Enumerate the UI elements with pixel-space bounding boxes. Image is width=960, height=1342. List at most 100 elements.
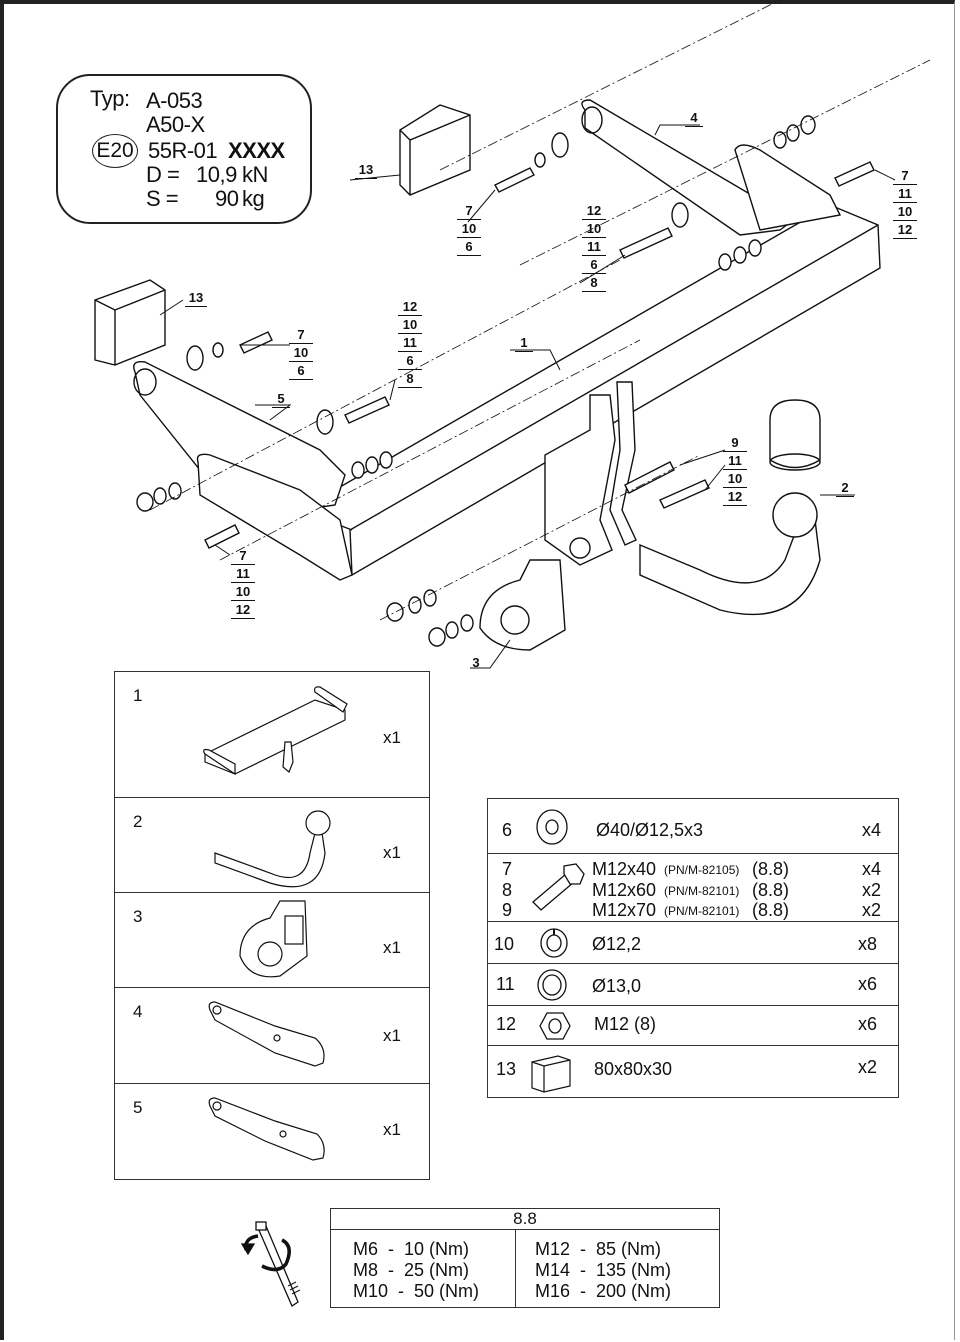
callout-5: 5 — [272, 391, 290, 408]
parts-row-2: 2 x1 — [115, 798, 429, 893]
torque-value: M8 - 25 (Nm) — [353, 1260, 470, 1280]
flat-washer-icon — [537, 969, 567, 1001]
exploded-diagram — [94, 0, 931, 669]
part-qty: x1 — [383, 938, 401, 957]
item-qty: x6 — [858, 974, 878, 994]
tow-ball-shape — [639, 519, 821, 616]
ref-number: 8 — [398, 370, 422, 388]
right-bracket-icon — [208, 1001, 325, 1067]
ref-number: 7 — [893, 167, 917, 185]
s-value: 90 — [215, 186, 239, 211]
item-desc: M12x70 — [592, 900, 657, 920]
parts-row-5: 5 x1 — [115, 1084, 429, 1180]
torque-right-column: M12 - 85 (Nm)M14 - 135 (Nm)M16 - 200 (Nm… — [535, 1239, 671, 1302]
hardware-row-13: 13 80x80x30 x2 — [488, 1046, 898, 1098]
approval-suffix: XXXX — [228, 138, 285, 163]
d-unit: kN — [242, 162, 268, 187]
item-grade: (8.8) — [752, 859, 790, 879]
ref-number: 11 — [398, 334, 422, 352]
item-standard: (PN/M-82101) — [664, 904, 740, 918]
typ-value: A-053 — [146, 88, 203, 113]
item-number: 13 — [496, 1059, 517, 1079]
spring-washer-icon — [540, 928, 568, 958]
type-plate: Typ: A-053 A50-X E20 55R-01 XXXX D = 10,… — [56, 74, 312, 224]
torque-value: M16 - 200 (Nm) — [535, 1281, 672, 1301]
s-unit: kg — [242, 186, 265, 211]
torque-value: M10 - 50 (Nm) — [353, 1281, 480, 1301]
socket-plate-icon — [239, 900, 308, 978]
item-number: 10 — [494, 934, 515, 954]
hardware-row-bolts: 7 M12x40 (PN/M-82105) (8.8) x4 8 M12x60 … — [488, 854, 898, 922]
parts-row-3: 3 x1 — [115, 893, 429, 988]
torque-left-column: M6 - 10 (Nm)M8 - 25 (Nm)M10 - 50 (Nm) — [353, 1239, 479, 1302]
part-number: 5 — [133, 1098, 143, 1117]
torque-grade: 8.8 — [331, 1209, 719, 1230]
part-number: 4 — [133, 1002, 143, 1021]
ref-number: 12 — [723, 488, 747, 506]
ref-number: 6 — [457, 238, 481, 256]
part-number: 3 — [133, 907, 143, 926]
part-qty: x1 — [383, 1026, 401, 1045]
part-qty: x1 — [383, 843, 401, 862]
spacer-block-left — [94, 279, 166, 366]
typ-label: Typ: — [90, 86, 130, 111]
item-qty: x2 — [858, 1057, 878, 1077]
part-qty: x1 — [383, 1120, 401, 1139]
ref-number: 12 — [231, 601, 255, 619]
ref-number: 7 — [289, 326, 313, 344]
crossbar-icon — [203, 686, 348, 776]
callout-3: 3 — [472, 655, 480, 670]
callout-1: 1 — [515, 335, 533, 352]
left-bracket-icon — [208, 1097, 325, 1161]
ref-number: 11 — [582, 238, 606, 256]
item-qty: x8 — [858, 934, 878, 954]
item-qty: x2 — [862, 880, 882, 900]
ref-number: 10 — [723, 470, 747, 488]
hardware-row-10: 10 Ø12,2 x8 — [488, 922, 898, 964]
callout-13-top: 13 — [355, 162, 377, 179]
variant: A50-X — [146, 112, 205, 137]
item-qty: x2 — [862, 900, 882, 920]
approval-number: 55R-01 — [148, 138, 218, 163]
item-desc: 80x80x30 — [594, 1059, 673, 1079]
hardware-table: 6 Ø40/Ø12,5x3 x4 7 M12x40 (PN/M-82105) (… — [487, 798, 899, 1098]
spacer-block-top — [399, 104, 471, 196]
torque-value: M6 - 10 (Nm) — [353, 1239, 470, 1259]
ref-number: 10 — [893, 203, 917, 221]
item-desc: Ø13,0 — [592, 976, 642, 996]
ref-number: 11 — [893, 185, 917, 203]
parts-list: 1 x1 2 x1 3 x1 4 x1 5 x1 — [114, 671, 430, 1180]
item-qty: x4 — [862, 820, 882, 840]
item-standard: (PN/M-82101) — [664, 884, 740, 898]
ref-number: 10 — [457, 220, 481, 238]
ref-number: 12 — [893, 221, 917, 239]
item-desc: Ø40/Ø12,5x3 — [596, 820, 704, 840]
socket-plate-shape — [479, 559, 566, 651]
item-desc: M12x40 — [592, 859, 657, 879]
hardware-row-12: 12 M12 (8) x6 — [488, 1006, 898, 1046]
washer-icon — [536, 809, 568, 845]
callout-13-left: 13 — [185, 290, 207, 307]
item-qty: x4 — [862, 859, 882, 879]
ref-number: 10 — [289, 344, 313, 362]
item-standard: (PN/M-82105) — [664, 863, 740, 877]
bolt-icon — [532, 863, 585, 911]
s-label: S = — [146, 186, 179, 211]
ref-number: 11 — [723, 452, 747, 470]
item-number: 6 — [502, 820, 513, 840]
item-number: 8 — [502, 880, 513, 900]
item-number: 9 — [502, 900, 513, 920]
item-number: 12 — [496, 1014, 517, 1034]
ref-number: 10 — [231, 583, 255, 601]
part-qty: x1 — [383, 728, 401, 747]
approval-mark: E20 — [92, 134, 138, 168]
hardware-row-11: 11 Ø13,0 x6 — [488, 964, 898, 1006]
ref-number: 10 — [398, 316, 422, 334]
ref-number: 11 — [231, 565, 255, 583]
item-grade: (8.8) — [752, 880, 790, 900]
